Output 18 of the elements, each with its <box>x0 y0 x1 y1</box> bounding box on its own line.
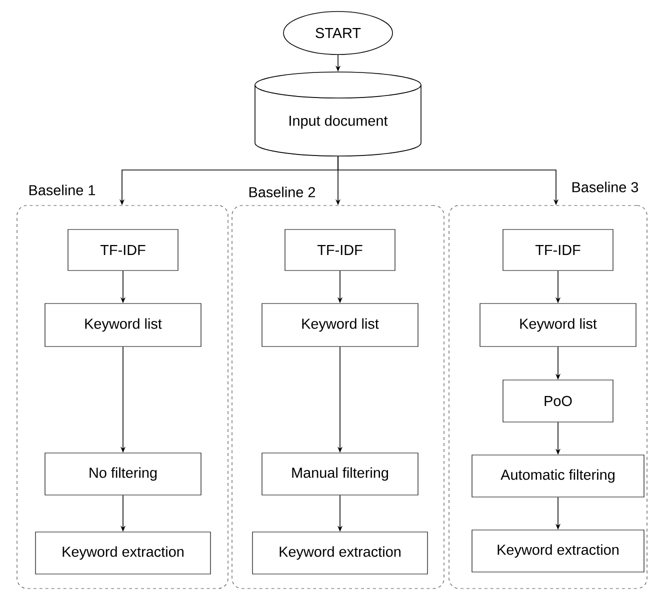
node-label: Baseline 1 <box>29 184 96 196</box>
process-box: Automatic filtering <box>472 454 644 498</box>
process-box: TF-IDF <box>284 229 396 271</box>
process-box: Manual filtering <box>262 452 418 496</box>
node-label: Baseline 2 <box>249 186 315 198</box>
process-box: Keyword extraction <box>252 532 428 574</box>
process-box: Keyword list <box>262 303 418 347</box>
node-label: Input document <box>290 115 388 129</box>
database-cylinder: Input document <box>254 72 422 156</box>
process-box: Keyword extraction <box>35 532 211 574</box>
process-box: Keyword list <box>480 303 636 347</box>
process-box: Keyword extraction <box>472 530 644 572</box>
process-box: No filtering <box>44 452 202 496</box>
node-label: Baseline 3 <box>572 182 638 192</box>
process-box: TF-IDF <box>502 229 614 271</box>
process-box: PoO <box>502 380 614 422</box>
process-box: Keyword list <box>44 303 202 347</box>
process-box: TF-IDF <box>68 229 178 271</box>
